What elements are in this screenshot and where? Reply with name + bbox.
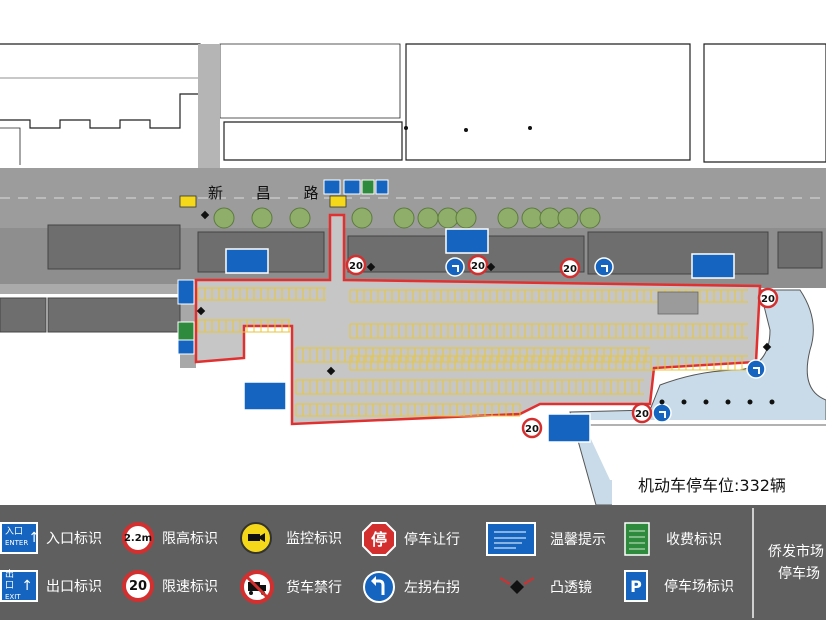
speed-limit-sign — [559, 257, 581, 279]
stop-sign-icon: 停 — [362, 522, 396, 556]
site-plan-drawing: 20 20 20 20 20 20 — [0, 43, 826, 505]
surveillance-camera-icon — [240, 522, 272, 554]
legend-item-exit: 出口 EXIT ↑ 出口标识 — [0, 570, 102, 602]
legend-item-mirror: 凸透镜 — [500, 570, 592, 604]
legend-item-speed-limit: 20 限速标识 — [122, 570, 218, 602]
svg-text:20: 20 — [761, 294, 775, 305]
legend-item-no-trucks: 货车禁行 — [240, 570, 342, 604]
legend-label: 货车禁行 — [286, 580, 342, 596]
speed-limit-sign — [345, 254, 367, 276]
legend-label: 入口标识 — [46, 531, 102, 547]
side-road — [198, 44, 220, 168]
svg-text:20: 20 — [471, 261, 485, 272]
convex-mirrors — [196, 210, 772, 376]
legend-label: 监控标识 — [286, 531, 342, 547]
legend-item-height-limit: 2.2m 限高标识 — [122, 522, 218, 554]
no-trucks-icon — [240, 570, 274, 604]
legend-label: 温馨提示 — [550, 532, 606, 548]
notice-boards — [177, 179, 735, 443]
legend-label: 停车场标识 — [664, 579, 734, 595]
road-name-label: 新 昌 路 — [208, 184, 333, 202]
legend-label: 出口标识 — [46, 579, 102, 595]
svg-text:20: 20 — [349, 261, 363, 272]
bollards — [404, 126, 775, 405]
legend-item-entrance: 入口 ENTER ↑ 入口标识 — [0, 522, 102, 554]
legend-divider — [752, 508, 754, 618]
svg-text:20: 20 — [525, 424, 539, 435]
legend-item-parking: P 停车场标识 — [624, 570, 734, 602]
convex-mirror-icon — [500, 577, 534, 594]
toll-sign-icon — [624, 522, 650, 556]
buildings — [0, 224, 823, 333]
turn-signs — [445, 257, 766, 423]
svg-text:20: 20 — [563, 264, 577, 275]
svg-text:停: 停 — [371, 530, 387, 549]
speed-limit-sign — [757, 287, 779, 309]
turn-arrow-icon — [363, 571, 395, 603]
legend-label: 停车让行 — [404, 532, 460, 548]
street-trees — [213, 207, 601, 229]
notice-board-icon — [486, 522, 536, 556]
title-line-1: 侨发市场 — [768, 544, 824, 560]
height-limit-icon: 2.2m — [122, 522, 154, 554]
parking-stalls — [197, 287, 748, 417]
legend-item-notice: 温馨提示 — [486, 522, 606, 556]
speed-limit-sign — [521, 417, 543, 439]
entrance-sign-icon: 入口 ENTER ↑ — [0, 522, 40, 554]
speed-limit-icon: 20 — [122, 570, 154, 602]
legend-label: 收费标识 — [666, 532, 722, 548]
speed-limit-signs: 20 20 20 20 20 20 — [345, 254, 779, 439]
speed-limit-sign — [467, 254, 489, 276]
legend-panel: 入口 ENTER ↑ 入口标识 2.2m 限高标识 监控标识 停 停车让行 — [0, 505, 826, 620]
legend-item-surveillance: 监控标识 — [240, 522, 342, 554]
legend-label: 凸透镜 — [550, 580, 592, 596]
parking-sign-icon: P — [624, 570, 648, 602]
title-block: 侨发市场 停车场 — [768, 541, 824, 585]
parking-lot — [194, 213, 762, 426]
legend-label: 左拐右拐 — [404, 580, 460, 596]
exit-sign-icon: 出口 EXIT ↑ — [0, 570, 38, 602]
building-outlines — [0, 43, 826, 165]
svg-text:20: 20 — [635, 409, 649, 420]
hatched-zone — [657, 291, 699, 315]
legend-item-toll: 收费标识 — [624, 522, 722, 556]
legend-label: 限高标识 — [162, 531, 218, 547]
site-plan-map: 20 20 20 20 20 20 新 昌 路 机动车停车位:332辆 — [0, 43, 826, 505]
legend-item-stop: 停 停车让行 — [362, 522, 460, 556]
speed-limit-sign — [631, 402, 653, 424]
title-line-2: 停车场 — [778, 566, 820, 582]
legend-item-turn: 左拐右拐 — [362, 570, 460, 604]
parking-capacity-label: 机动车停车位:332辆 — [638, 476, 786, 495]
legend-label: 限速标识 — [162, 579, 218, 595]
surveillance-markers — [179, 195, 347, 208]
